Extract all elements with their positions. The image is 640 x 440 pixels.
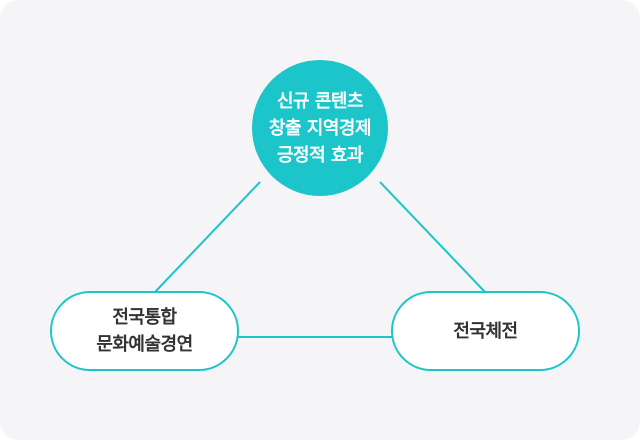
connector-center-right (379, 181, 486, 293)
left-node-line: 문화예술경연 (96, 334, 193, 355)
center-node-line: 신규 콘텐츠 (276, 90, 364, 112)
right-node: 전국체전 (391, 291, 580, 371)
left-node-line: 전국통합 (112, 307, 177, 328)
left-node: 전국통합 문화예술경연 (50, 291, 239, 371)
center-node-line: 창출 지역경제 (268, 117, 372, 139)
center-node-line: 긍정적 효과 (276, 144, 364, 166)
right-node-line: 전국체전 (453, 320, 518, 342)
connector-center-left (154, 181, 261, 293)
center-node: 신규 콘텐츠 창출 지역경제 긍정적 효과 (252, 60, 388, 196)
